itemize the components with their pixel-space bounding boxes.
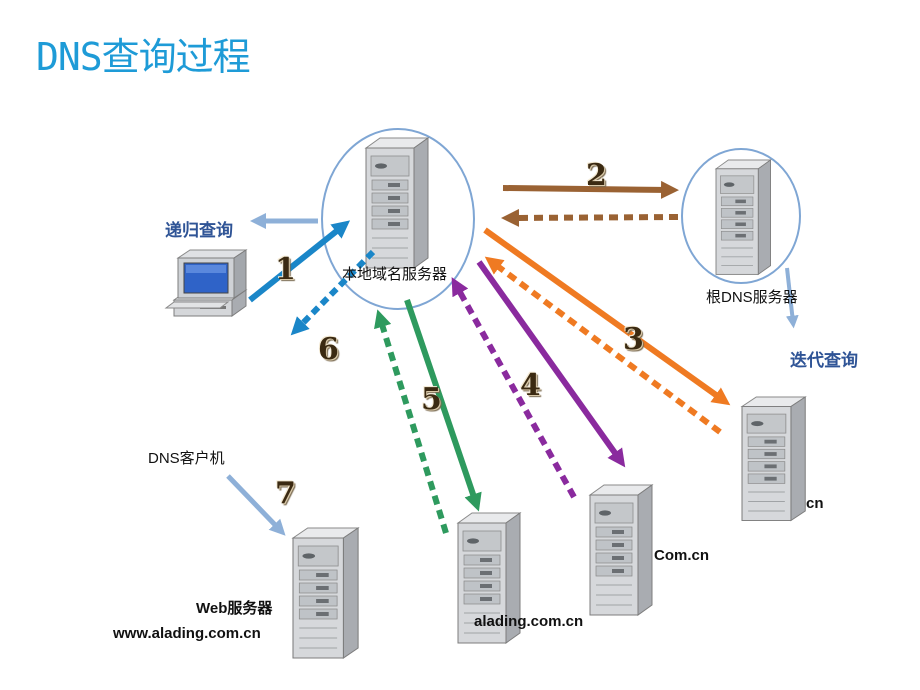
page-title: DNS查询过程 bbox=[36, 35, 251, 79]
step-number-2: 2 bbox=[586, 158, 607, 193]
iterative-query-pointer bbox=[785, 267, 799, 329]
client-pointer bbox=[226, 474, 286, 536]
step-number-3: 3 bbox=[623, 322, 644, 357]
arrow-step-4-request bbox=[476, 260, 626, 468]
arrow-step-6 bbox=[290, 249, 376, 336]
client-computer-icon bbox=[164, 249, 248, 317]
step-number-7: 7 bbox=[275, 476, 296, 511]
arrow-step-1 bbox=[248, 220, 351, 303]
local-server-label: 本地域名服务器 bbox=[342, 266, 448, 283]
arrow-step-3-reply bbox=[484, 256, 722, 435]
root-server-label: 根DNS服务器 bbox=[706, 289, 798, 306]
root-server-circle bbox=[681, 148, 801, 284]
web-domain-label: www.alading.com.cn bbox=[113, 625, 261, 642]
local-server-circle bbox=[321, 128, 475, 310]
dns-client-label: DNS客户机 bbox=[148, 450, 225, 467]
web-server-label: Web服务器 bbox=[196, 600, 273, 617]
cn-server-label: cn bbox=[806, 495, 824, 512]
step-number-1: 1 bbox=[275, 252, 296, 287]
arrow-step-2-request bbox=[502, 180, 679, 199]
arrow-step-4-reply bbox=[451, 277, 577, 499]
step-number-5: 5 bbox=[421, 382, 442, 417]
local-server-icon bbox=[365, 137, 429, 269]
arrow-step-5-request bbox=[404, 299, 482, 512]
cn-server-icon bbox=[741, 396, 806, 522]
com-cn-server-icon bbox=[589, 484, 653, 616]
iterative-query-label: 迭代查询 bbox=[790, 351, 858, 370]
root-server-icon bbox=[715, 159, 771, 275]
step-number-6: 6 bbox=[318, 332, 339, 367]
arrow-step-3-request bbox=[483, 227, 731, 406]
step-number-4: 4 bbox=[520, 368, 541, 403]
web-server-icon bbox=[292, 527, 359, 659]
arrow-step-5-reply bbox=[374, 309, 449, 534]
com-cn-server-label: Com.cn bbox=[654, 547, 710, 564]
recursive-query-label: 递归查询 bbox=[165, 221, 233, 240]
alading-server-label: alading.com.cn bbox=[474, 613, 584, 630]
arrow-step-2-reply bbox=[501, 208, 679, 227]
